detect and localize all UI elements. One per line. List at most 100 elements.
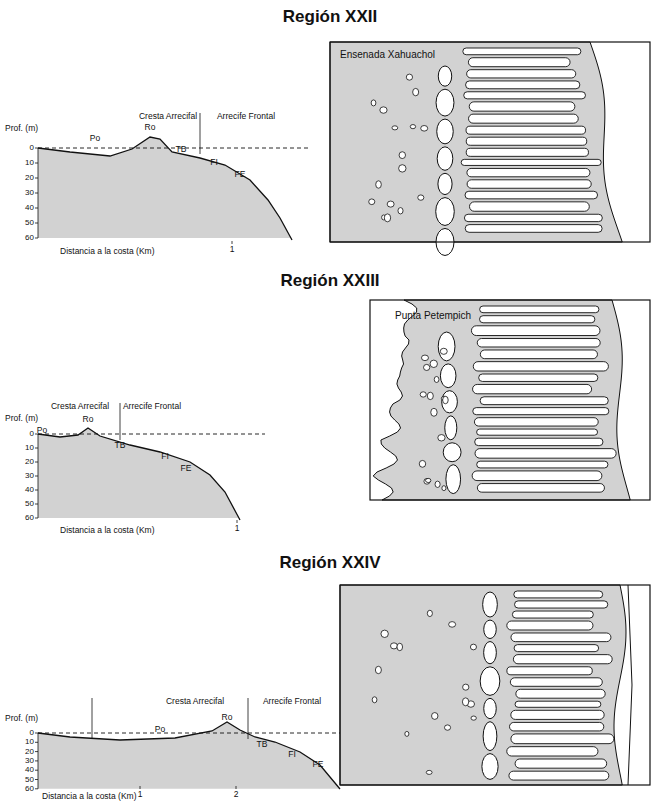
reef-spur <box>469 102 575 111</box>
label: 0 <box>30 729 34 737</box>
patch-reef <box>380 107 387 113</box>
patch-reef <box>443 396 449 403</box>
reef-patch <box>443 443 461 462</box>
reef-spur <box>469 202 589 211</box>
reef-spur <box>511 734 614 744</box>
patch-reef <box>381 630 388 637</box>
reef-spur <box>480 350 597 359</box>
reef-spur <box>477 484 604 493</box>
reef-spur <box>515 759 607 768</box>
patch-reef <box>438 435 445 441</box>
depth-tick <box>35 476 38 477</box>
region-title: Región XXIV <box>279 554 380 571</box>
depth-tick <box>35 208 38 209</box>
patch-reef <box>424 478 430 484</box>
patch-reef <box>427 392 433 399</box>
reef-spur <box>477 461 608 468</box>
reef-spur <box>514 645 599 652</box>
patch-reef <box>421 126 428 132</box>
reef-spur <box>475 449 616 459</box>
depth-tick <box>35 178 38 179</box>
label: 40 <box>25 486 34 494</box>
label: 2 <box>234 790 239 799</box>
depth-tick <box>35 742 38 743</box>
label: Punta Petempich <box>395 311 471 321</box>
depth-tick <box>35 163 38 164</box>
reef-spur <box>516 689 605 698</box>
reef-patch <box>438 66 451 86</box>
patch-reef <box>398 208 403 214</box>
km-tick <box>232 241 233 244</box>
depth-tick <box>35 788 38 789</box>
depth-tick <box>35 518 38 519</box>
depth-tick <box>35 462 38 463</box>
reef-patch <box>484 698 497 718</box>
reef-patch <box>438 173 452 194</box>
reef-spur <box>510 722 604 731</box>
label: Distancia a la costa (Km) <box>60 247 154 256</box>
label: Ro <box>83 415 94 424</box>
label: 0 <box>30 430 34 438</box>
patch-reef <box>419 460 425 467</box>
patch-reef <box>430 360 437 367</box>
plan-map <box>370 300 650 500</box>
label: FI <box>288 750 296 759</box>
zone-divider <box>120 403 121 440</box>
patch-reef <box>434 376 439 382</box>
reef-patch <box>438 332 455 361</box>
reef-spur <box>464 214 602 221</box>
label: Distancia a la costa (Km) <box>42 792 136 801</box>
reef-spur <box>467 168 590 176</box>
sea-level <box>38 434 265 435</box>
lagoon-area <box>373 300 630 500</box>
lagoon-area <box>340 585 626 785</box>
reef-spur <box>480 316 595 323</box>
label: Distancia a la costa (Km) <box>60 526 154 535</box>
patch-reef <box>406 74 412 80</box>
patch-reef <box>463 684 469 690</box>
reef-spur <box>514 591 603 598</box>
label: 10 <box>25 738 34 746</box>
depth-tick <box>35 504 38 505</box>
km-tick <box>140 786 141 789</box>
reef-patch <box>437 119 454 144</box>
reef-spur <box>477 339 600 347</box>
patch-reef <box>420 392 426 397</box>
reef-spur <box>510 678 602 686</box>
reef-spur <box>466 126 586 134</box>
patch-reef <box>405 731 409 736</box>
reef-spur <box>477 429 598 435</box>
reef-spur <box>479 374 598 381</box>
reef-spur <box>464 92 586 99</box>
depth-tick <box>35 238 38 239</box>
profile-line <box>38 428 240 520</box>
km-tick <box>237 520 238 523</box>
profile-line <box>38 137 292 240</box>
patch-reef <box>376 181 382 188</box>
label: TB <box>257 740 268 749</box>
reef-spur <box>475 438 603 445</box>
reef-spur <box>515 701 601 707</box>
reef-spur <box>512 611 593 618</box>
profile-fill <box>38 137 292 240</box>
reef-spur <box>466 137 587 145</box>
patch-reef <box>410 125 415 129</box>
patch-reef <box>384 214 390 222</box>
label: 30 <box>25 757 34 765</box>
map-frame <box>330 42 650 242</box>
reef-patch <box>483 722 497 751</box>
reef-spur <box>465 191 598 199</box>
reef-spur <box>473 408 609 415</box>
reef-patch <box>484 642 497 664</box>
label: Arrecife Frontal <box>263 697 321 706</box>
label: 40 <box>25 766 34 774</box>
label: 20 <box>25 748 34 756</box>
reef-patch <box>482 754 498 780</box>
label: 10 <box>25 444 34 452</box>
profile-line <box>38 722 340 789</box>
label: FI <box>161 452 169 461</box>
region-title: Región XXII <box>283 8 377 25</box>
patch-reef <box>392 126 398 130</box>
reef-patch <box>480 667 500 696</box>
